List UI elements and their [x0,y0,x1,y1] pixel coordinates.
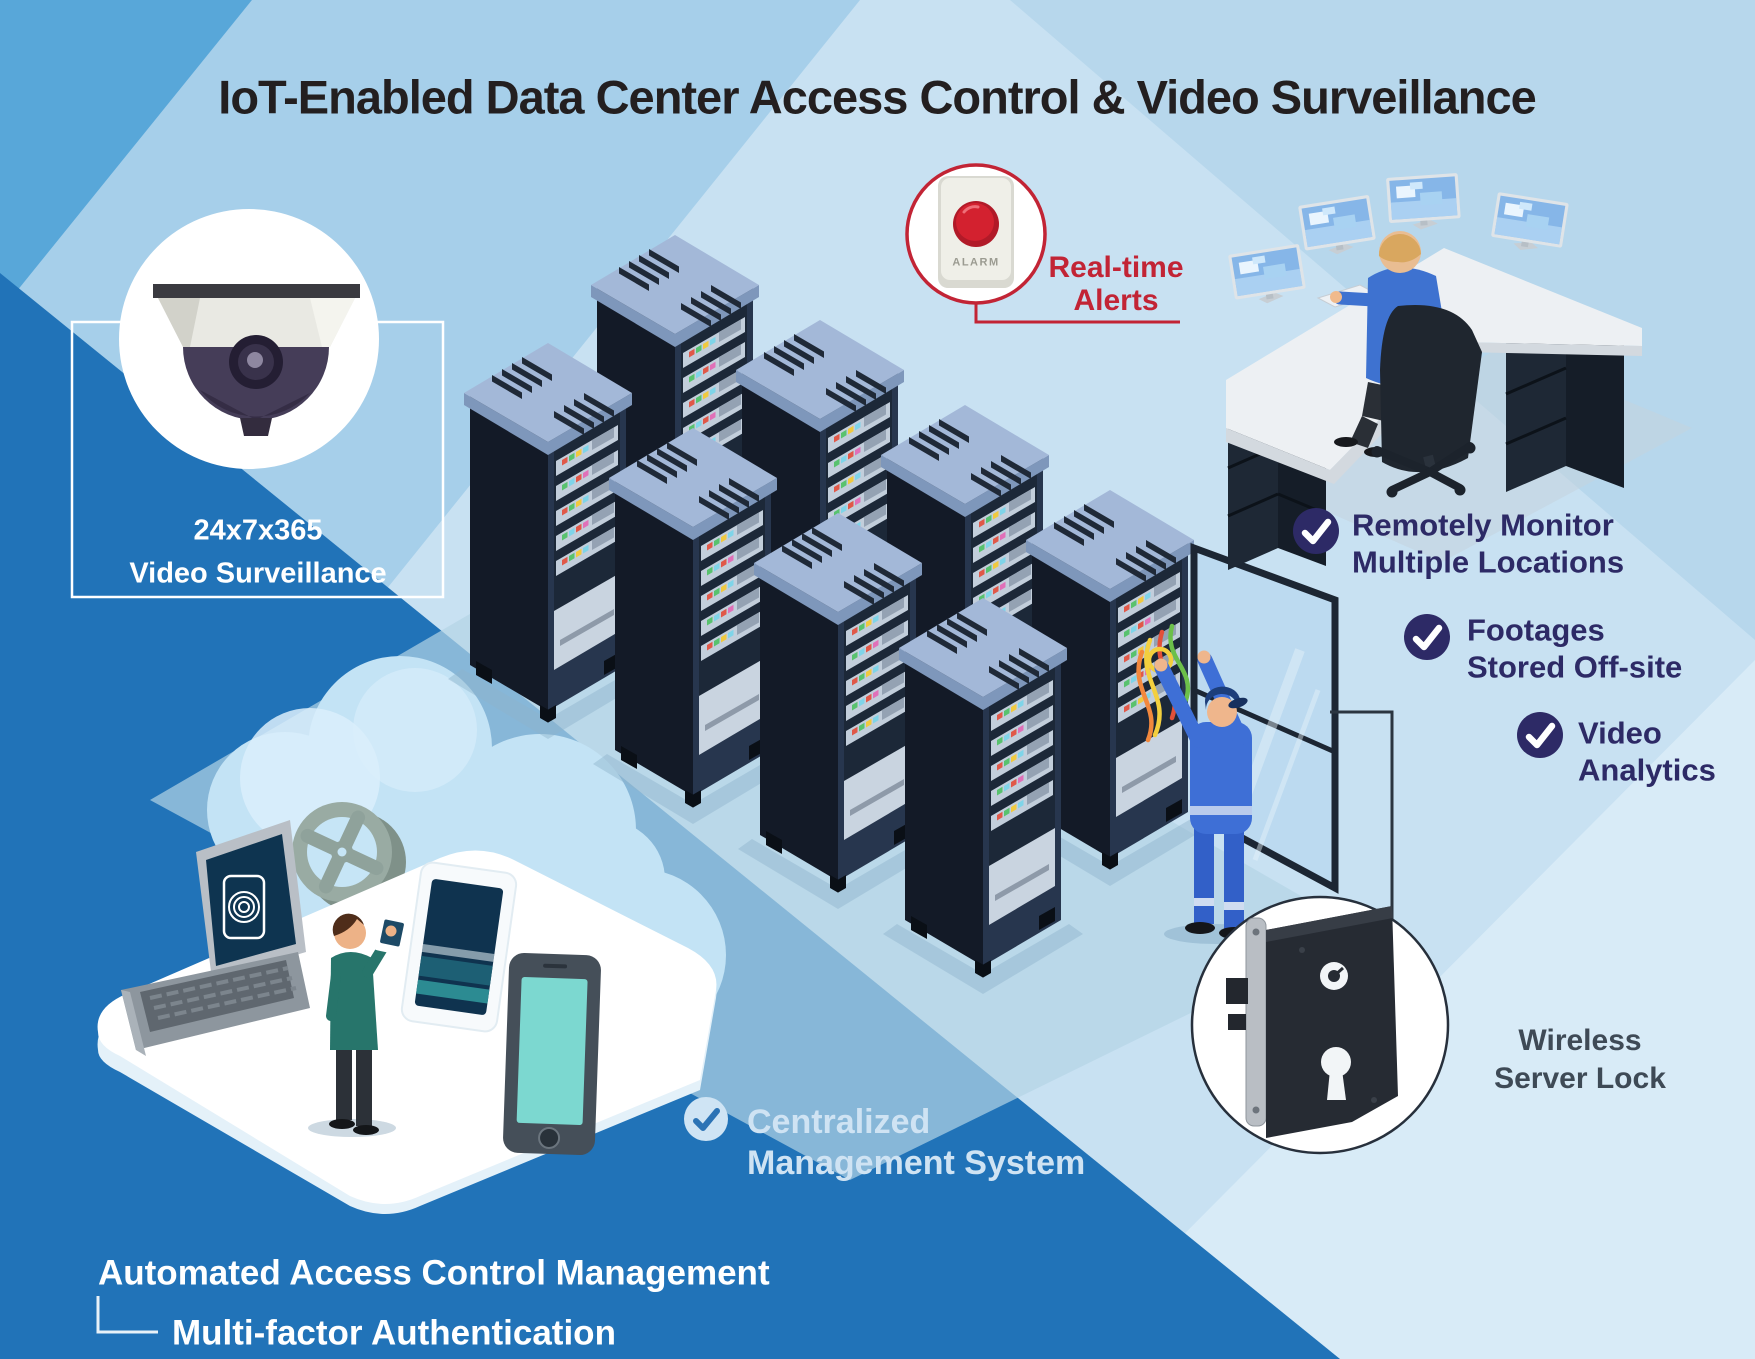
feature-video-analytics-line2: Analytics [1578,752,1716,788]
fingerprint-icon [228,891,260,923]
camera-label-line2: Video Surveillance [129,557,387,590]
feature-footage-line1: Footages [1467,612,1605,648]
drawer-unit-right [1505,316,1624,492]
check-icon-light [684,1097,728,1141]
alerts-label-line2: Alerts [1073,284,1159,317]
office-chair [1371,305,1482,498]
feature-footage-line2: Stored Off-site [1467,649,1683,685]
mfa-label: Multi-factor Authentication [172,1313,616,1353]
feature-video-analytics-line1: Video [1578,715,1662,751]
tablet-icon [400,861,518,1033]
server-lock-label-line1: Wireless [1518,1024,1642,1057]
smartphone-icon [503,952,601,1156]
check-icon [1293,508,1339,554]
camera-label-line1: 24x7x365 [193,514,323,547]
lock-connector-line [1330,710,1394,922]
mfa-connector-line [96,1296,158,1334]
camera-badge [70,209,445,599]
alarm-badge [905,163,1180,324]
check-icons [684,508,1563,1141]
cctv-camera-icon [153,284,360,436]
top-left-triangle [0,0,252,312]
check-icon [1517,712,1563,758]
feature-remote-monitor-line1: Remotely Monitor [1352,507,1614,543]
page-title: IoT-Enabled Data Center Access Control &… [218,70,1536,124]
alarm-button-icon [938,176,1014,288]
rack-maintenance [1136,542,1339,944]
alert-connector-line [974,303,1180,324]
management-label-line1: Centralized [747,1103,931,1141]
server-rack [883,598,1083,994]
monitoring-desk-scene [1226,172,1642,570]
person-authenticating [308,911,412,1137]
access-control-label: Automated Access Control Management [98,1253,770,1293]
lock-badge [1190,710,1450,1155]
fingerprint-laptop-icon [121,820,310,1056]
alarm-button-label: ALARM [952,256,1000,269]
check-icon [1404,614,1450,660]
technician [1154,650,1268,944]
alerts-label-line1: Real-time [1048,251,1184,284]
feature-remote-monitor-line2: Multiple Locations [1352,544,1625,580]
management-label-line2: Management System [747,1144,1086,1182]
cloud-access-scene [97,656,726,1214]
server-lock-label-line2: Server Lock [1494,1062,1666,1095]
server-lock-icon [1226,906,1398,1138]
